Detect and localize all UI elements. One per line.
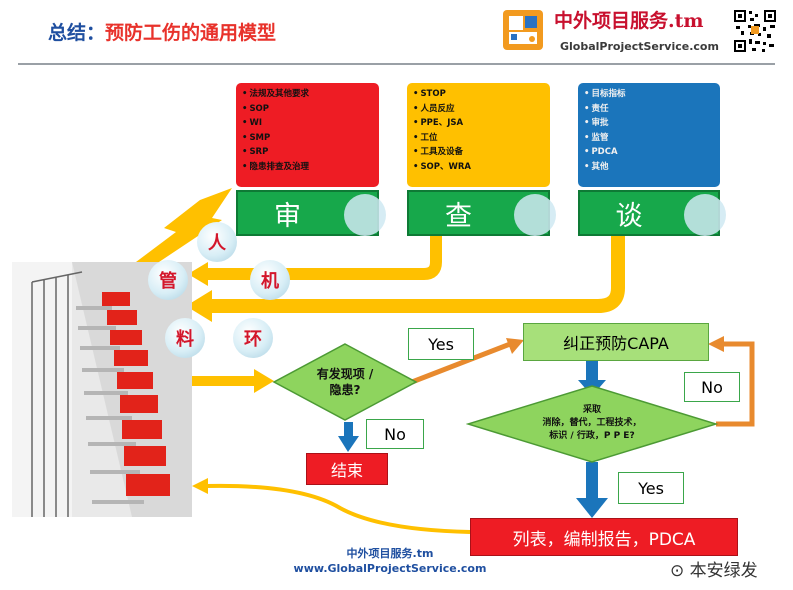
list-item: WI <box>242 116 373 131</box>
list-item: 审批 <box>584 116 714 131</box>
stairs-photo <box>12 262 192 517</box>
list-item: 隐患排查及治理 <box>242 160 373 175</box>
decision-hazard-line2: 隐患? <box>329 383 361 397</box>
decision-hazard-line1: 有发现项 / <box>316 367 374 381</box>
capa-down-arrow <box>586 360 598 382</box>
return-arrow-cha <box>206 236 442 280</box>
bar-shen-label: 审 <box>274 200 301 232</box>
list-item: 责任 <box>584 102 714 117</box>
footer-line1: 中外项目服务.tm <box>346 547 434 560</box>
report-down-arrow <box>586 462 598 500</box>
panel-tan: 目标指标 责任 审批 监管 PDCA 其他 <box>578 83 720 187</box>
factor-machine: 机 <box>250 260 290 300</box>
title-prefix: 总结： <box>48 22 106 44</box>
bar-circle-decoration <box>684 194 726 236</box>
decision-control <box>466 385 718 463</box>
wechat-icon: ⊙ <box>670 561 685 581</box>
decision-control-line2: 消除，替代，工程技术， <box>542 418 642 428</box>
factor-environment: 环 <box>233 318 273 358</box>
qr-code-icon <box>732 8 778 54</box>
factor-person: 人 <box>197 222 237 262</box>
label-no-2: No <box>684 372 740 402</box>
panel-cha: STOP 人员反应 PPE、JSA 工位 工具及设备 SOP、WRA <box>407 83 550 187</box>
label-yes-1: Yes <box>408 328 474 360</box>
label-no-1: No <box>366 419 424 449</box>
panel-tan-list: 目标指标 责任 审批 监管 PDCA 其他 <box>578 83 720 178</box>
panel-cha-list: STOP 人员反应 PPE、JSA 工位 工具及设备 SOP、WRA <box>407 83 550 178</box>
panel-shen: 法规及其他要求 SOP WI SMP SRP 隐患排查及治理 <box>236 83 379 187</box>
list-item: 工位 <box>413 131 544 146</box>
list-item: PDCA <box>584 145 714 160</box>
panel-shen-list: 法规及其他要求 SOP WI SMP SRP 隐患排查及治理 <box>236 83 379 178</box>
arrow-to-decision <box>190 376 256 386</box>
header-divider <box>18 63 775 65</box>
bar-circle-decoration <box>344 194 386 236</box>
no-arrow-end <box>344 422 353 438</box>
list-item: 法规及其他要求 <box>242 87 373 102</box>
list-item: SMP <box>242 131 373 146</box>
label-yes-2: Yes <box>618 472 684 504</box>
factor-material: 料 <box>165 318 205 358</box>
no-loop-arrow <box>716 341 755 427</box>
brand-name-en: GlobalProjectService.com <box>560 40 719 53</box>
yes-arrow <box>411 341 511 385</box>
list-item: SOP <box>242 102 373 117</box>
end-box: 结束 <box>306 453 388 485</box>
list-item: SRP <box>242 145 373 160</box>
footer-brand: 中外项目服务.tm www.GlobalProjectService.com <box>290 546 490 576</box>
bar-cha-label: 查 <box>445 200 472 232</box>
list-item: 人员反应 <box>413 102 544 117</box>
list-item: 监管 <box>584 131 714 146</box>
watermark-text: 本安绿发 <box>689 561 758 581</box>
decision-control-line1: 采取 <box>582 405 601 415</box>
decision-control-text: 采取 消除，替代，工程技术， 标识 / 行政，P P E? <box>522 404 662 443</box>
list-item: SOP、WRA <box>413 160 544 175</box>
decision-control-line3: 标识 / 行政，P P E? <box>549 431 635 441</box>
decision-hazard-text: 有发现项 / 隐患? <box>305 366 385 398</box>
decision-hazard <box>272 343 418 421</box>
page-title: 总结：预防工伤的通用模型 <box>48 18 276 45</box>
brand-logo-icon <box>500 7 546 53</box>
list-item: PPE、JSA <box>413 116 544 131</box>
feedback-arrow <box>205 483 471 534</box>
bar-circle-decoration <box>514 194 556 236</box>
footer-line2: www.GlobalProjectService.com <box>293 562 487 575</box>
watermark: ⊙ 本安绿发 <box>670 556 758 581</box>
factor-management: 管 <box>148 260 188 300</box>
return-arrow-tan <box>212 236 625 313</box>
lightning-arrow <box>136 188 232 268</box>
capa-box: 纠正预防CAPA <box>523 323 709 361</box>
bar-tan-label: 谈 <box>615 200 643 232</box>
list-item: STOP <box>413 87 544 102</box>
title-main: 预防工伤的通用模型 <box>105 22 277 44</box>
list-item: 目标指标 <box>584 87 714 102</box>
brand-name-cn: 中外项目服务.tm <box>554 10 704 32</box>
report-box: 列表，编制报告，PDCA <box>470 518 738 556</box>
list-item: 工具及设备 <box>413 145 544 160</box>
list-item: 其他 <box>584 160 714 175</box>
